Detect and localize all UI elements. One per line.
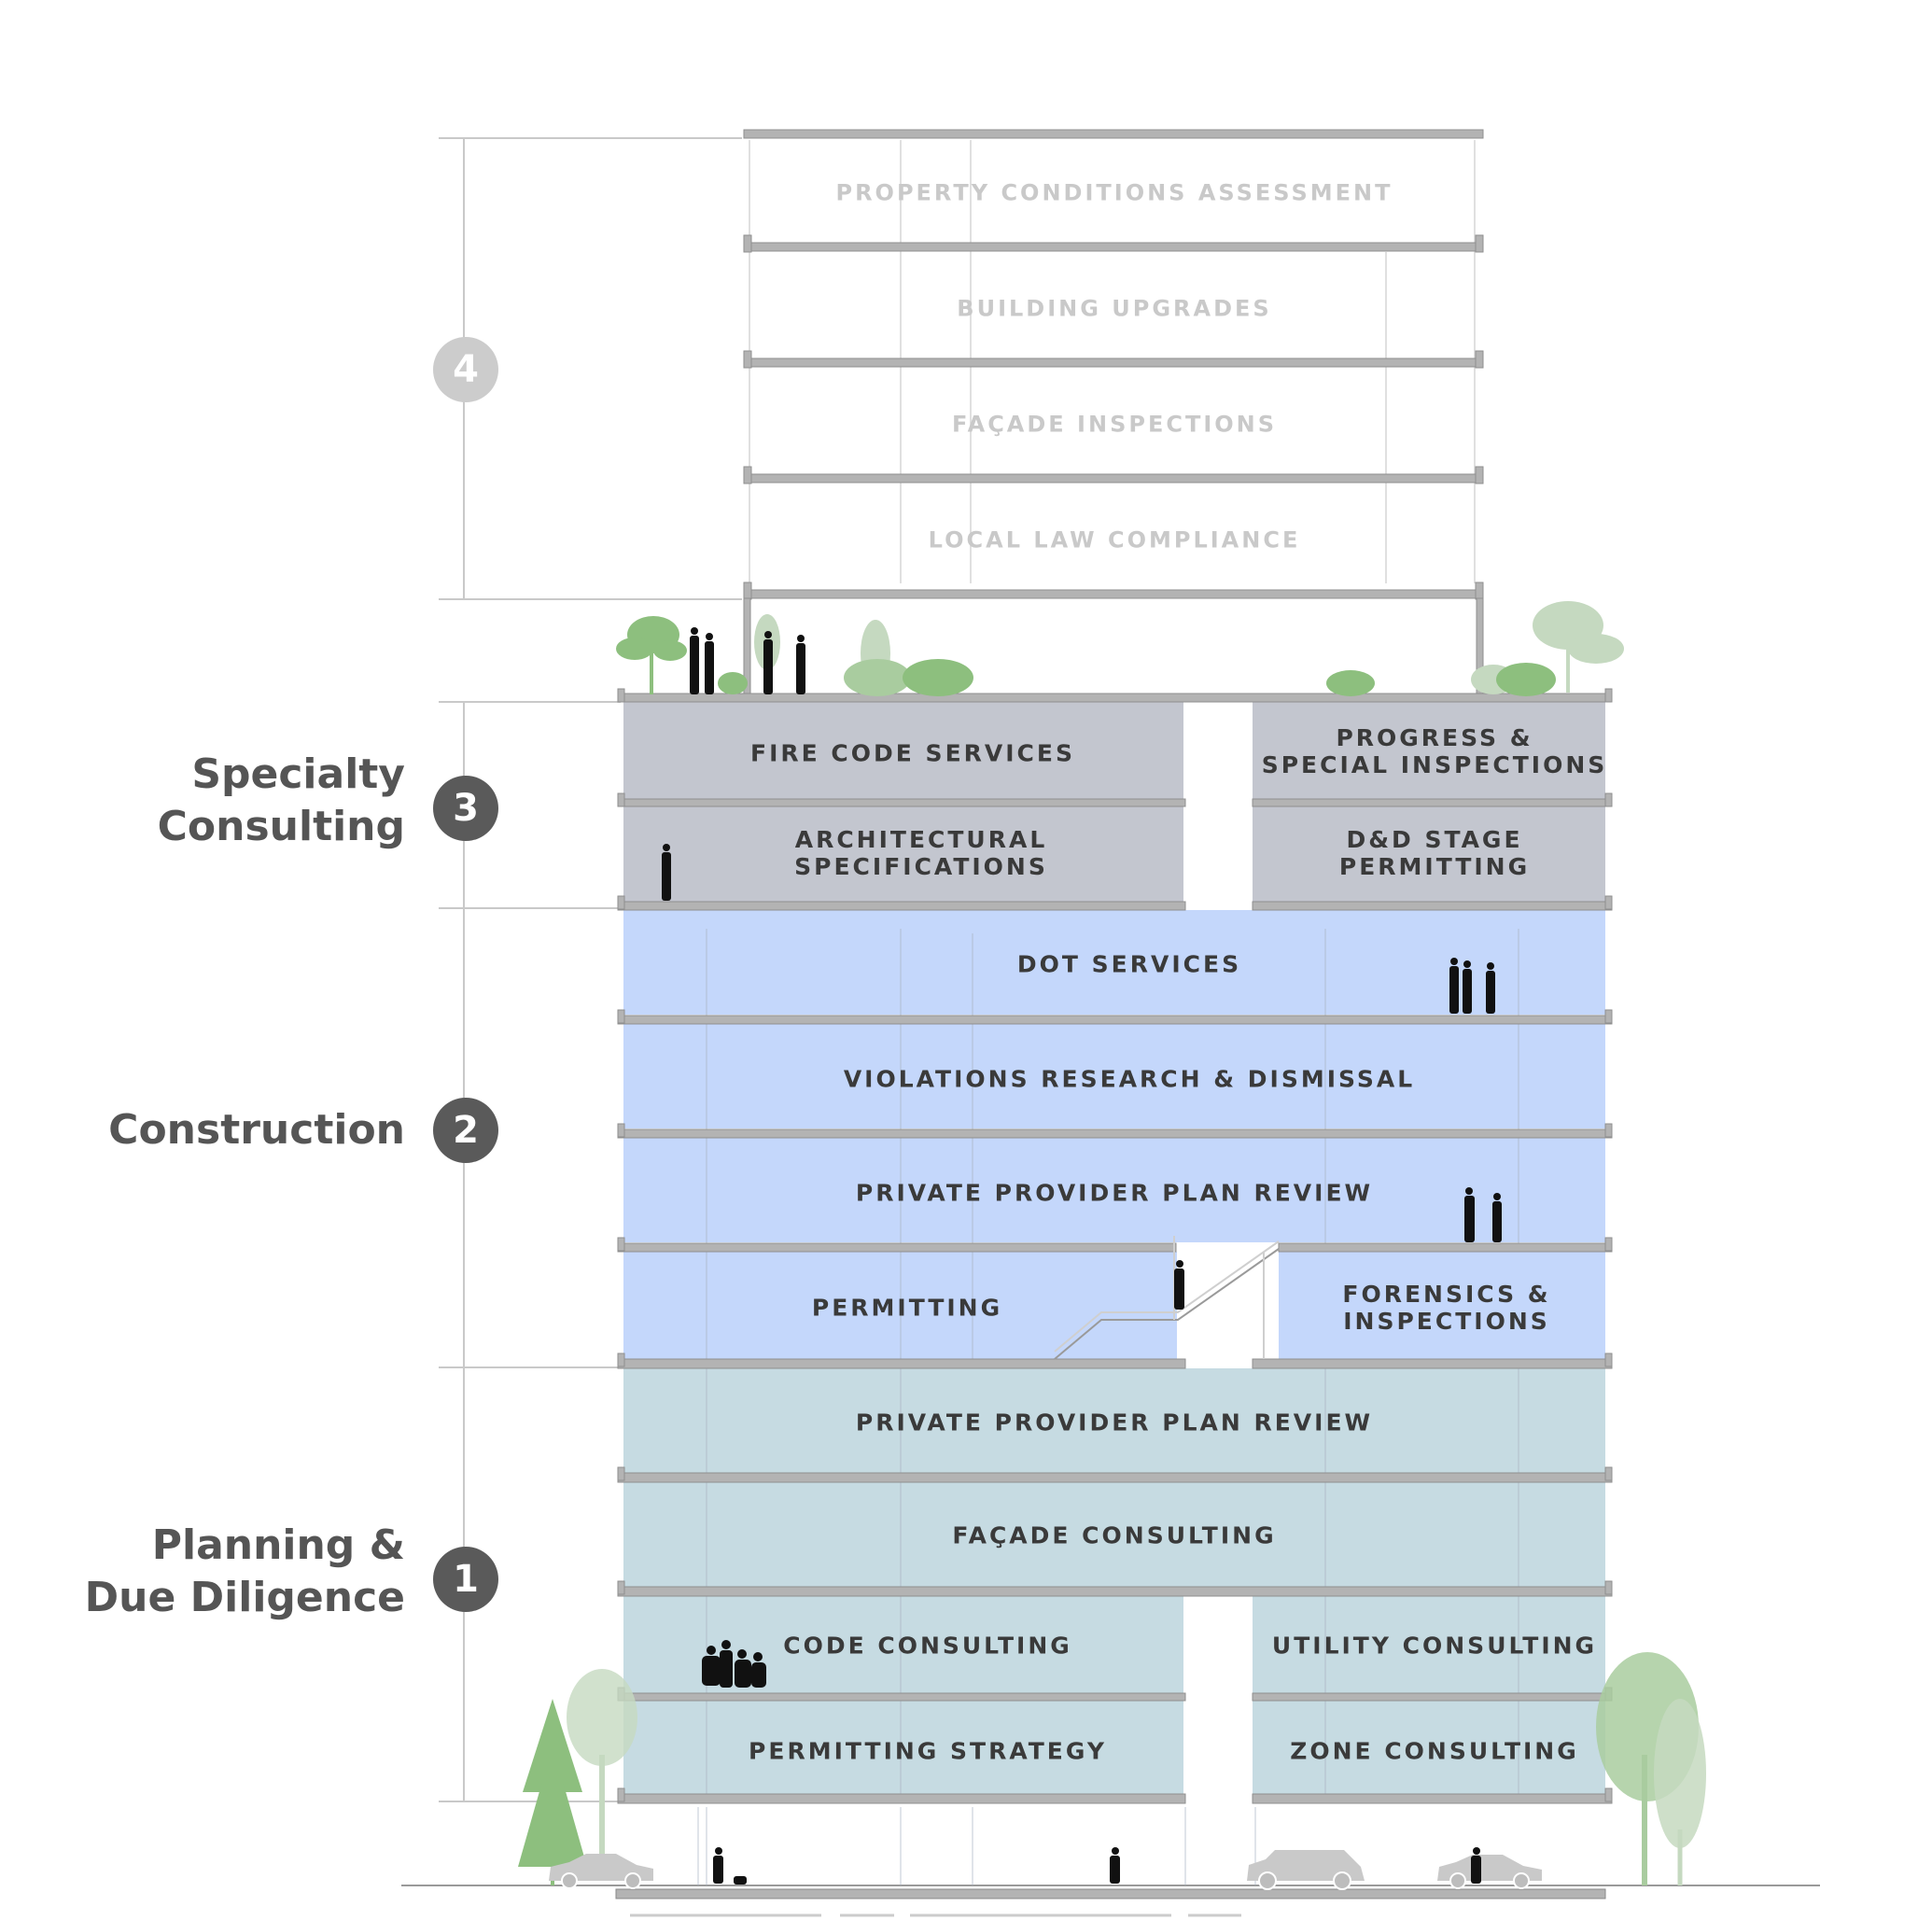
ppr-construction-floor <box>623 1138 1605 1242</box>
permitting-strategy-floor <box>623 1701 1183 1794</box>
people-silhouettes <box>662 627 1502 1885</box>
street-cars <box>549 1850 1542 1890</box>
phase-badge-3: 3 <box>433 776 498 841</box>
floor-label-zone-consulting: ZONE CONSULTING <box>1290 1737 1579 1765</box>
phase-name-specialty: Specialty Consulting <box>157 750 405 850</box>
floor-label-local-law: LOCAL LAW COMPLIANCE <box>928 526 1301 554</box>
floor-label-fire-code: FIRE CODE SERVICES <box>750 739 1075 767</box>
floor-label-architectural-specs: ARCHITECTURAL SPECIFICATIONS <box>794 826 1048 880</box>
fire-code-floor <box>623 702 1183 799</box>
floor-label-violations: VIOLATIONS RESEARCH & DISMISSAL <box>843 1065 1416 1093</box>
lower-slabs <box>617 688 1613 1804</box>
violations-floor <box>623 1024 1605 1128</box>
dd-stage-floor <box>1253 806 1605 902</box>
ground-slab <box>615 1888 1606 1899</box>
phase-name-construction: Construction <box>108 1106 405 1154</box>
floor-label-ppr-planning: PRIVATE PROVIDER PLAN REVIEW <box>855 1408 1374 1436</box>
floor-label-code-consulting: CODE CONSULTING <box>783 1632 1072 1660</box>
floor-label-dot-services: DOT SERVICES <box>1016 950 1242 978</box>
floor-label-ppr-construction: PRIVATE PROVIDER PLAN REVIEW <box>855 1179 1374 1207</box>
dot-floor <box>623 910 1605 1015</box>
construction-floors <box>623 910 1605 1359</box>
progress-floor <box>1253 702 1605 799</box>
planning-floors <box>623 1368 1605 1794</box>
floor-label-property-conditions: PROPERTY CONDITIONS ASSESSMENT <box>835 179 1393 206</box>
phase-badge-4: 4 <box>433 337 498 402</box>
floor-label-building-upgrades: BUILDING UPGRADES <box>957 295 1272 322</box>
phase-name-planning: Planning & Due Diligence <box>84 1521 405 1621</box>
utility-consulting-floor <box>1253 1596 1605 1693</box>
upper-tower-slabs <box>743 129 1484 695</box>
zone-consulting-floor <box>1253 1701 1605 1794</box>
street-trees <box>518 1652 1706 1885</box>
floor-label-facade-inspections: FAÇADE INSPECTIONS <box>951 411 1278 438</box>
phase-dimension-lines <box>439 137 742 1802</box>
floor-label-permitting: PERMITTING <box>811 1294 1003 1322</box>
facade-consulting-floor <box>623 1482 1605 1587</box>
architectural-floor <box>623 806 1183 902</box>
floor-label-dd-stage: D&D STAGE PERMITTING <box>1338 826 1531 880</box>
forensics-floor <box>1279 1252 1605 1359</box>
floor-label-utility-consulting: UTILITY CONSULTING <box>1271 1632 1598 1660</box>
floor-label-permitting-strategy: PERMITTING STRATEGY <box>749 1737 1107 1765</box>
specialty-floors <box>623 702 1605 902</box>
floor-label-forensics: FORENSICS & INSPECTIONS <box>1342 1281 1551 1335</box>
floor-label-progress-special: PROGRESS & SPECIAL INSPECTIONS <box>1261 724 1608 778</box>
phase-badge-1: 1 <box>433 1547 498 1612</box>
phase-badge-2: 2 <box>433 1098 498 1163</box>
floor-label-facade-consulting: FAÇADE CONSULTING <box>952 1521 1277 1549</box>
ppr-planning-floor <box>623 1368 1605 1473</box>
